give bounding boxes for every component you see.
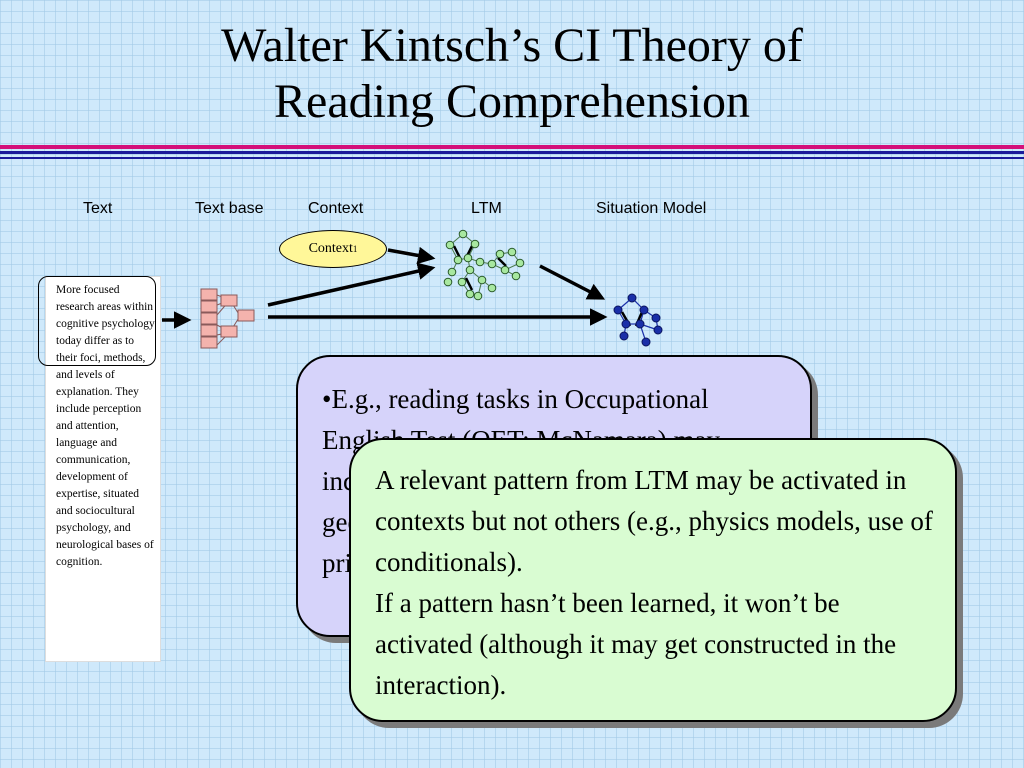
text-passage-frame [38, 276, 156, 366]
ltm-node [465, 265, 475, 275]
ltm-node [458, 229, 468, 239]
note-callout: A relevant pattern from LTM may be activ… [349, 438, 957, 722]
ltm-node [487, 283, 497, 293]
title-rule-magenta [0, 145, 1024, 149]
textbase-node [220, 325, 238, 338]
situation-node [641, 337, 651, 347]
textbase-node [200, 300, 218, 313]
textbase-node [200, 288, 218, 301]
ltm-node [495, 249, 505, 259]
ltm-node [475, 257, 485, 267]
text-passage-box [45, 276, 161, 662]
ltm-node [500, 265, 510, 275]
text-base-network [200, 288, 255, 349]
situation-node [613, 305, 623, 315]
header-text-base: Text base [195, 200, 264, 217]
header-context: Context [308, 200, 364, 217]
header-situation-model: Situation Model [596, 200, 707, 217]
ltm-node [453, 255, 463, 265]
textbase-node [200, 336, 218, 349]
situation-node [651, 313, 661, 323]
header-text: Text [83, 200, 113, 217]
textbase-node [200, 312, 218, 325]
situation-node [621, 319, 631, 329]
ltm-node [445, 240, 455, 250]
ltm-node [443, 277, 453, 287]
ltm-node [477, 275, 487, 285]
header-ltm: LTM [471, 200, 502, 217]
title-line-1: Walter Kintsch’s CI Theory of [221, 19, 803, 72]
arrow-context-to-ltm [387, 246, 436, 265]
arrow-textbase-to-ltm [267, 262, 436, 307]
ltm-node [457, 277, 467, 287]
ltm-node [473, 291, 483, 301]
ltm-network [449, 233, 521, 297]
ltm-node [463, 253, 473, 263]
title-rule-navy-thin [0, 157, 1024, 159]
note-line-1: A relevant pattern from LTM may be activ… [375, 465, 933, 577]
ltm-node [487, 259, 497, 269]
situation-node [627, 293, 637, 303]
ltm-nodes [443, 229, 525, 301]
situation-node [635, 319, 645, 329]
context-subscript: 1 [352, 244, 358, 254]
situation-nodes [613, 293, 663, 347]
context-label: Context [308, 241, 353, 256]
situation-node [653, 325, 663, 335]
slide-title: Walter Kintsch’s CI Theory of Reading Co… [0, 18, 1024, 130]
ltm-node [447, 267, 457, 277]
ltm-node [507, 247, 517, 257]
ltm-node [515, 258, 525, 268]
arrow-ltm-to-situation [539, 264, 606, 300]
text-passage: More focused research areas within cogni… [56, 284, 155, 568]
title-rule-navy [0, 151, 1024, 154]
situation-node [619, 331, 629, 341]
ltm-node [470, 239, 480, 249]
situation-node [639, 305, 649, 315]
ltm-node [511, 271, 521, 281]
title-line-2: Reading Comprehension [274, 75, 750, 128]
textbase-node [237, 309, 255, 322]
note-line-2: If a pattern hasn’t been learned, it won… [375, 588, 897, 700]
textbase-node [220, 294, 238, 307]
textbase-node [200, 324, 218, 337]
ltm-node [465, 289, 475, 299]
